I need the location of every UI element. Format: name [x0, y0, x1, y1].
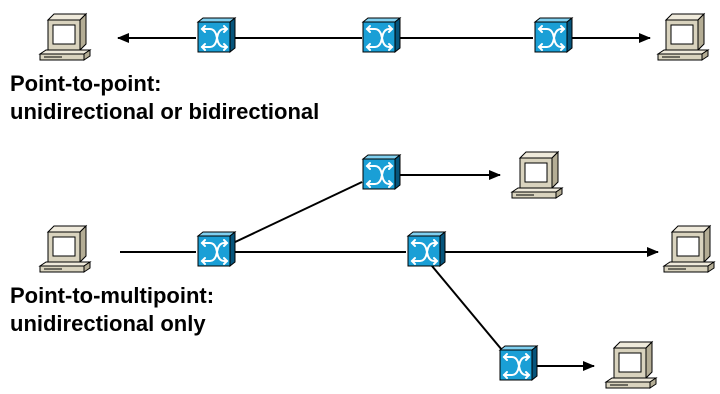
point-to-multipoint-subtitle: unidirectional only: [10, 311, 206, 336]
p2mp-link-to-lower-switch: [431, 265, 503, 351]
point-to-point-caption: Point-to-point: unidirectional or bidire…: [10, 70, 319, 126]
atm-switch-icon: [197, 17, 236, 53]
point-to-multipoint-caption: Point-to-multipoint: unidirectional only: [10, 282, 214, 338]
atm-switch-icon: [534, 17, 573, 53]
point-to-point-subtitle: unidirectional or bidirectional: [10, 99, 320, 124]
point-to-point-title: Point-to-point:: [10, 71, 162, 96]
atm-switch-icon: [407, 231, 446, 267]
workstation-icon: [605, 341, 657, 389]
workstation-icon: [39, 225, 91, 273]
atm-switch-icon: [362, 17, 401, 53]
p2mp-link-to-upper-switch: [232, 181, 363, 244]
workstation-icon: [39, 13, 91, 61]
workstation-icon: [657, 13, 709, 61]
workstation-icon: [511, 151, 563, 199]
point-to-multipoint-diagram: [39, 151, 715, 389]
atm-switch-icon: [499, 345, 538, 381]
atm-switch-icon: [362, 154, 401, 190]
workstation-icon: [663, 225, 715, 273]
atm-switch-icon: [197, 231, 236, 267]
point-to-multipoint-title: Point-to-multipoint:: [10, 283, 215, 308]
point-to-point-diagram: [39, 13, 709, 61]
